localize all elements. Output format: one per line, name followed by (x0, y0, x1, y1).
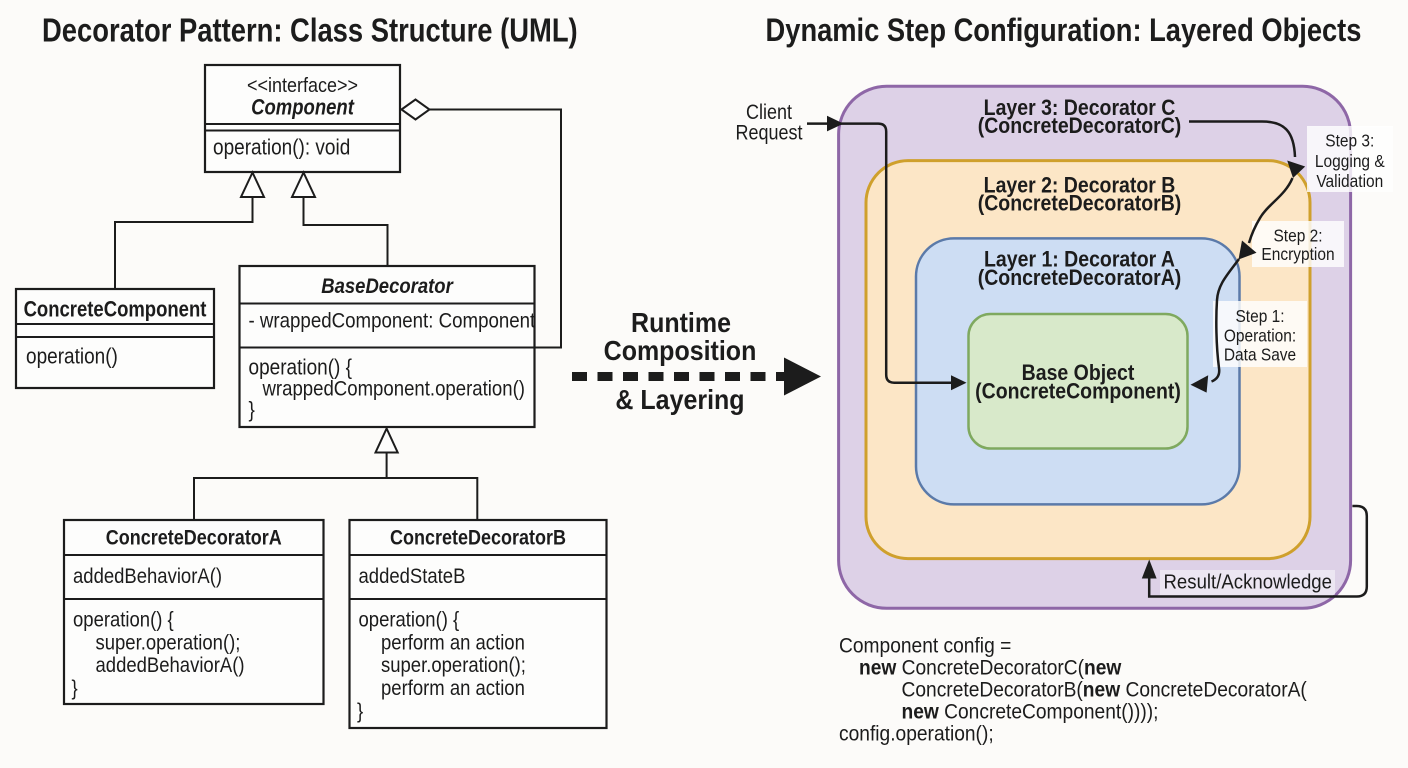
svg-text:new ConcreteDecoratorC(new: new ConcreteDecoratorC(new (859, 657, 1122, 680)
svg-text:Layer 2: Decorator B: Layer 2: Decorator B (984, 174, 1176, 198)
svg-text:operation() {: operation() { (249, 355, 353, 380)
svg-text:<<interface>>: <<interface>> (247, 74, 358, 97)
svg-text:perform an action: perform an action (381, 631, 525, 654)
svg-text:- wrappedComponent: Component: - wrappedComponent: Component (249, 309, 536, 332)
svg-text:Component: Component (251, 96, 355, 120)
svg-text:Composition: Composition (604, 335, 757, 366)
svg-text:operation(): void: operation(): void (213, 135, 350, 160)
svg-text:Result/Acknowledge: Result/Acknowledge (1164, 571, 1332, 594)
svg-text:(ConcreteDecoratorB): (ConcreteDecoratorB) (978, 192, 1182, 216)
svg-text:addedStateB: addedStateB (359, 565, 466, 588)
svg-text:config.operation();: config.operation(); (839, 723, 994, 746)
svg-text:addedBehaviorA(): addedBehaviorA() (73, 565, 222, 588)
svg-text:new ConcreteComponent())));: new ConcreteComponent()))); (902, 701, 1159, 724)
svg-text:Step 2:: Step 2: (1273, 225, 1322, 245)
svg-text:Decorator Pattern: Class Struc: Decorator Pattern: Class Structure (UML) (42, 13, 578, 49)
svg-text:super.operation();: super.operation(); (96, 631, 241, 654)
svg-text:Layer 1: Decorator A: Layer 1: Decorator A (984, 248, 1175, 272)
svg-text:Data Save: Data Save (1224, 344, 1296, 364)
svg-text:addedBehaviorA(): addedBehaviorA() (96, 654, 245, 677)
svg-text:Request: Request (735, 121, 802, 145)
svg-text:Validation: Validation (1316, 171, 1383, 191)
svg-text:Operation:: Operation: (1224, 325, 1296, 345)
svg-text:operation() {: operation() { (359, 608, 460, 631)
svg-text:Encryption: Encryption (1261, 244, 1334, 264)
svg-text:wrappedComponent.operation(): wrappedComponent.operation() (262, 377, 525, 400)
svg-text:}: } (72, 677, 78, 700)
svg-text:Step 3:: Step 3: (1325, 130, 1374, 150)
svg-text:perform an action: perform an action (381, 677, 525, 700)
svg-text:Component config =: Component config = (839, 635, 1011, 658)
svg-text:operation(): operation() (26, 344, 118, 369)
svg-text:(ConcreteDecoratorA): (ConcreteDecoratorA) (978, 266, 1182, 290)
svg-text:(ConcreteComponent): (ConcreteComponent) (975, 380, 1181, 404)
svg-text:ConcreteComponent: ConcreteComponent (24, 298, 207, 322)
svg-text:}: } (249, 398, 255, 423)
svg-text:ConcreteDecoratorB(new Concret: ConcreteDecoratorB(new ConcreteDecorator… (902, 679, 1308, 702)
svg-text:Client: Client (746, 101, 792, 125)
svg-text:Logging &: Logging & (1315, 151, 1385, 171)
svg-text:Runtime: Runtime (631, 307, 731, 338)
svg-text:Base Object: Base Object (1022, 361, 1135, 385)
svg-text:BaseDecorator: BaseDecorator (321, 275, 454, 298)
svg-text:ConcreteDecoratorA: ConcreteDecoratorA (106, 526, 282, 550)
svg-text:Layer 3: Decorator C: Layer 3: Decorator C (984, 96, 1176, 120)
svg-text:Dynamic Step Configuration: La: Dynamic Step Configuration: Layered Obje… (766, 13, 1362, 49)
svg-text:}: } (357, 700, 363, 723)
svg-text:& Layering: & Layering (615, 384, 744, 415)
svg-text:ConcreteDecoratorB: ConcreteDecoratorB (390, 526, 566, 550)
svg-text:(ConcreteDecoratorC): (ConcreteDecoratorC) (978, 114, 1182, 138)
svg-text:operation() {: operation() { (73, 608, 174, 631)
svg-text:Step 1:: Step 1: (1235, 306, 1284, 326)
svg-text:super.operation();: super.operation(); (381, 654, 526, 677)
